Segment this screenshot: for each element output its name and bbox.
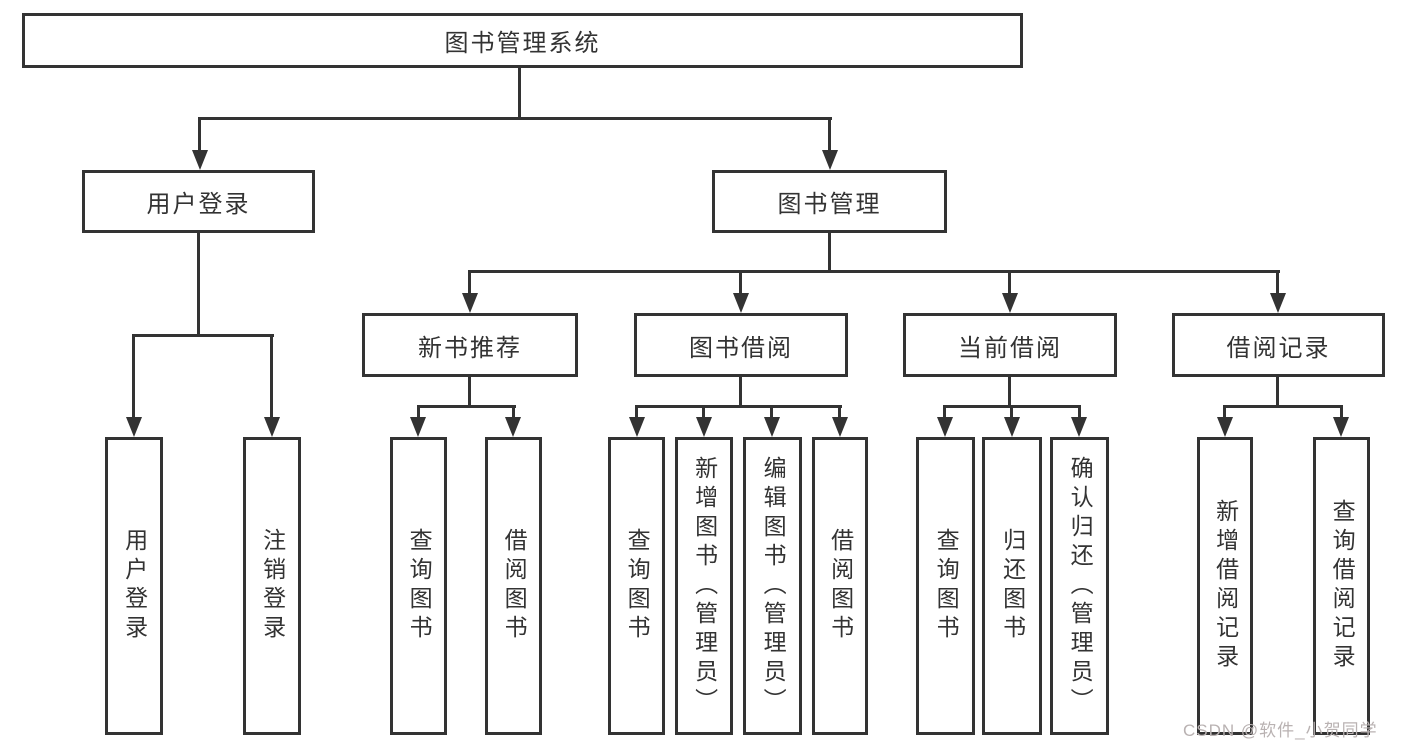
connector-elbow	[1223, 405, 1343, 408]
arrowhead-down	[192, 150, 208, 170]
leaf-return-books: 归还图书	[982, 437, 1042, 735]
arrowhead-down	[832, 417, 848, 437]
leaf-borrow-books-recommend: 借阅图书	[485, 437, 542, 735]
connector-stem	[739, 377, 742, 408]
connector-stem	[197, 233, 200, 337]
leaf-user-login: 用户登录	[105, 437, 163, 735]
connector-elbow	[132, 334, 274, 337]
connector-root-stem	[518, 68, 521, 119]
arrowhead-down	[1270, 293, 1286, 313]
arrowhead-down	[1217, 417, 1233, 437]
connector-level3-elbow	[468, 270, 1280, 273]
node-user-login-branch: 用户登录	[82, 170, 315, 233]
leaf-logout: 注销登录	[243, 437, 301, 735]
arrowhead-down	[764, 417, 780, 437]
arrowhead-down	[462, 293, 478, 313]
arrowhead-down	[1333, 417, 1349, 437]
connector-stem	[1276, 377, 1279, 408]
arrowhead-down	[1002, 293, 1018, 313]
connector-stem	[468, 377, 471, 408]
node-book-borrowing: 图书借阅	[634, 313, 848, 377]
leaf-edit-books-admin: 编辑图书（管理员）	[743, 437, 802, 735]
node-book-management-branch: 图书管理	[712, 170, 947, 233]
leaf-confirm-return-admin: 确认归还（管理员）	[1050, 437, 1109, 735]
connector-stem	[1008, 377, 1011, 408]
connector-stem	[828, 233, 831, 273]
leaf-query-books-current: 查询图书	[916, 437, 975, 735]
connector-level2-elbow	[198, 117, 832, 120]
arrowhead-down	[505, 417, 521, 437]
leaf-add-borrowing-record: 新增借阅记录	[1197, 437, 1253, 735]
connector-stem	[468, 271, 471, 307]
arrowhead-down	[937, 417, 953, 437]
arrowhead-down	[733, 293, 749, 313]
connector-stem	[270, 334, 273, 431]
connector-stem	[1008, 271, 1011, 307]
connector-stem	[828, 118, 831, 164]
connector-stem	[739, 271, 742, 307]
connector-stem	[1276, 271, 1279, 307]
node-new-book-recommendation: 新书推荐	[362, 313, 578, 377]
leaf-add-books-admin: 新增图书（管理员）	[675, 437, 733, 735]
arrowhead-down	[822, 150, 838, 170]
arrowhead-down	[1004, 417, 1020, 437]
csdn-watermark: CSDN @软件_小贺同学	[1183, 721, 1378, 740]
connector-stem	[132, 334, 135, 431]
connector-stem	[198, 118, 201, 164]
connector-elbow	[417, 405, 516, 408]
connector-elbow	[635, 405, 842, 408]
leaf-borrow-books-borrowing: 借阅图书	[812, 437, 868, 735]
arrowhead-down	[1071, 417, 1087, 437]
arrowhead-down	[264, 417, 280, 437]
arrowhead-down	[629, 417, 645, 437]
arrowhead-down	[126, 417, 142, 437]
arrowhead-down	[696, 417, 712, 437]
node-root: 图书管理系统	[22, 13, 1023, 68]
leaf-query-borrowing-record: 查询借阅记录	[1313, 437, 1370, 735]
leaf-query-books-recommend: 查询图书	[390, 437, 447, 735]
leaf-query-books-borrowing: 查询图书	[608, 437, 665, 735]
node-current-borrowing: 当前借阅	[903, 313, 1117, 377]
node-borrowing-records: 借阅记录	[1172, 313, 1385, 377]
arrowhead-down	[410, 417, 426, 437]
